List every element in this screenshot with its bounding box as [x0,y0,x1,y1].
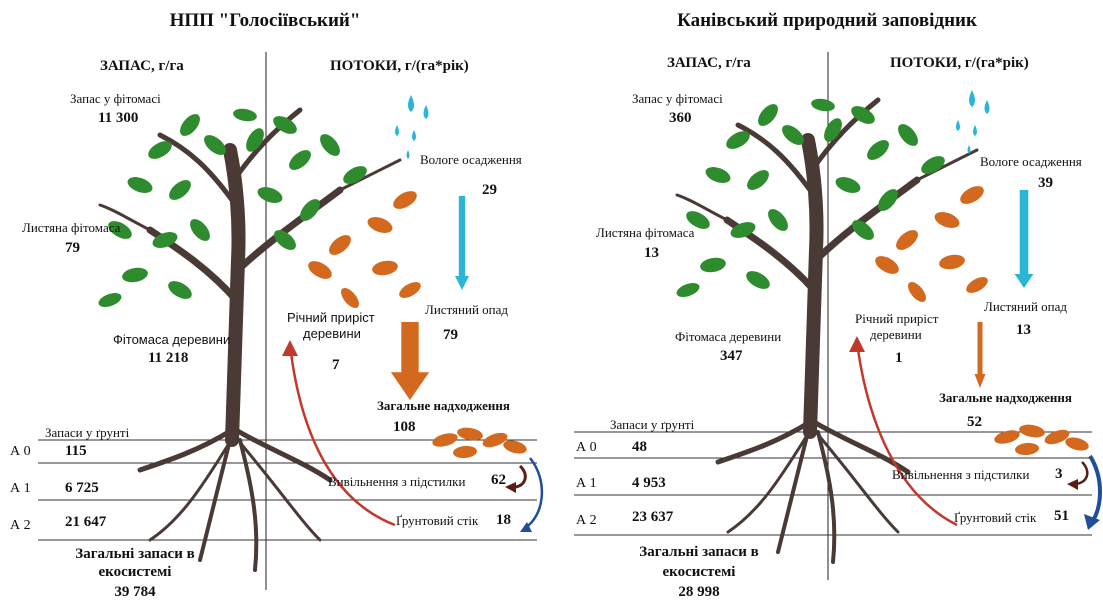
water-drops-icon [395,95,429,159]
runoff-arrow [525,458,542,528]
litterfall-arrow [391,322,429,400]
leaching-arrow-head [1067,479,1078,490]
horizon-a2-value: 23 637 [632,509,673,526]
total-stock-label-2: екосистемі [614,564,784,581]
runoff-arrow [1090,456,1100,522]
phytomass-stock-value: 360 [669,110,692,127]
horizon-a2-value: 21 647 [65,514,106,531]
phytomass-stock-label: Запас у фітомасі [70,92,161,107]
wet-deposition-label: Вологе осадження [420,153,522,168]
annual-growth-label-2: деревини [303,327,361,342]
litterfall-arrow [975,322,986,388]
annual-growth-value: 1 [895,350,903,367]
litterfall-value: 13 [1016,322,1031,339]
horizon-a1-name: А 1 [10,481,31,497]
total-stock-label-2: екосистемі [50,564,220,581]
soil-stocks-label: Запаси у ґрунті [610,418,694,433]
leaf-phytomass-label: Листяна фітомаса [22,221,120,236]
total-stock-label-1: Загальні запаси в [50,546,220,563]
horizon-a2-name: А 2 [10,518,31,534]
horizon-a1-value: 6 725 [65,480,99,497]
leaching-label: Вивільнення з підстилки [328,475,465,490]
annual-growth-label-1: Річний приріст [855,312,938,327]
soil-runoff-label: Ґрунтовий стік [396,514,478,529]
growth-arrow [857,342,957,525]
panel-holosiivskyi: НПП "Голосіївський" ЗАПАС, г/га ПОТОКИ, … [0,0,552,607]
leaching-value: 3 [1055,466,1063,483]
total-stock-label-1: Загальні запаси в [614,544,784,561]
phytomass-stock-label: Запас у фітомасі [632,92,723,107]
litterfall-label: Листяний опад [425,303,508,318]
leaching-label: Вивільнення з підстилки [892,468,1029,483]
horizon-a0-name: А 0 [10,444,31,460]
annual-growth-value: 7 [332,357,340,374]
flows-header: ПОТОКИ, г/(га*рік) [330,58,469,75]
total-input-value: 52 [967,414,982,431]
wet-deposition-label: Вологе осадження [980,155,1082,170]
wood-phytomass-label: Фітомаса деревини [113,333,230,348]
growth-arrow-head [849,336,865,352]
growth-arrow [290,345,395,525]
total-input-label: Загальне надходження [939,391,1072,406]
total-stock-value: 39 784 [50,584,220,601]
water-drops-icon [956,90,990,154]
horizon-a0-name: А 0 [576,440,597,456]
litterfall-label: Листяний опад [984,300,1067,315]
litter-leaves-icon [993,423,1090,456]
growth-arrow-head [282,340,298,356]
horizon-a2-name: А 2 [576,513,597,529]
wood-phytomass-value: 11 218 [148,350,188,367]
total-input-label: Загальне надходження [377,399,510,414]
leaching-arrow-head [505,482,516,493]
horizon-a0-value: 48 [632,439,647,456]
litter-leaves-icon [431,426,528,459]
runoff-arrow-head [1084,514,1100,530]
leaf-phytomass-value: 79 [65,240,80,257]
soil-runoff-label: Ґрунтовий стік [954,511,1036,526]
wood-phytomass-label: Фітомаса деревини [675,330,781,345]
stock-header: ЗАПАС, г/га [667,55,751,72]
panel-title: Канівський природний заповідник [647,10,1007,32]
flows-header: ПОТОКИ, г/(га*рік) [890,55,1029,72]
horizon-a1-value: 4 953 [632,475,666,492]
litterfall-value: 79 [443,327,458,344]
total-stock-value: 28 998 [614,584,784,601]
wet-deposition-value: 39 [1038,175,1053,192]
wet-deposition-arrow [1015,190,1034,288]
total-input-value: 108 [393,419,416,436]
panel-title: НПП "Голосіївський" [115,10,415,32]
wood-phytomass-value: 347 [720,348,743,365]
soil-stocks-label: Запаси у ґрунті [45,426,129,441]
panel-kaniv: Канівський природний заповідник ЗАПАС, г… [552,0,1103,607]
horizon-a1-name: А 1 [576,476,597,492]
leaf-phytomass-value: 13 [644,245,659,262]
annual-growth-label-1: Річний приріст [287,311,375,326]
wet-deposition-value: 29 [482,182,497,199]
annual-growth-label-2: деревини [870,328,922,343]
wet-deposition-arrow [455,196,469,290]
stock-header: ЗАПАС, г/га [100,58,184,75]
leaf-phytomass-label: Листяна фітомаса [596,226,694,241]
soil-runoff-value: 51 [1054,508,1069,525]
soil-runoff-value: 18 [496,512,511,529]
phytomass-stock-value: 11 300 [98,110,138,127]
leaching-value: 62 [491,472,506,489]
horizon-a0-value: 115 [65,443,87,460]
